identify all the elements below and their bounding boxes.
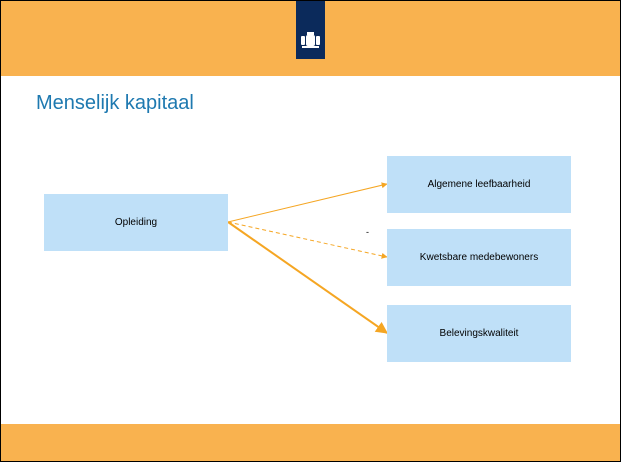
arrow-to-algemene-leefbaarheid — [227, 182, 388, 223]
node-algemene-leefbaarheid: Algemene leefbaarheid — [387, 156, 571, 213]
node-opleiding: Opleiding — [44, 194, 228, 251]
royal-coat-of-arms-icon — [296, 1, 325, 59]
node-kwetsbare-medebewoners: Kwetsbare medebewoners — [387, 229, 571, 286]
footer-band — [1, 424, 620, 461]
arrow-to-belevingskwaliteit — [227, 221, 388, 334]
node-label: Kwetsbare medebewoners — [419, 252, 539, 263]
slide-title: Menselijk kapitaal — [36, 92, 194, 114]
arrow-to-kwetsbare-medebewoners — [227, 221, 388, 259]
node-label: Algemene leefbaarheid — [427, 179, 531, 190]
node-label: Opleiding — [114, 217, 158, 228]
edge-sign-label: - — [366, 227, 369, 237]
node-belevingskwaliteit: Belevingskwaliteit — [387, 305, 571, 362]
node-label: Belevingskwaliteit — [439, 328, 519, 339]
